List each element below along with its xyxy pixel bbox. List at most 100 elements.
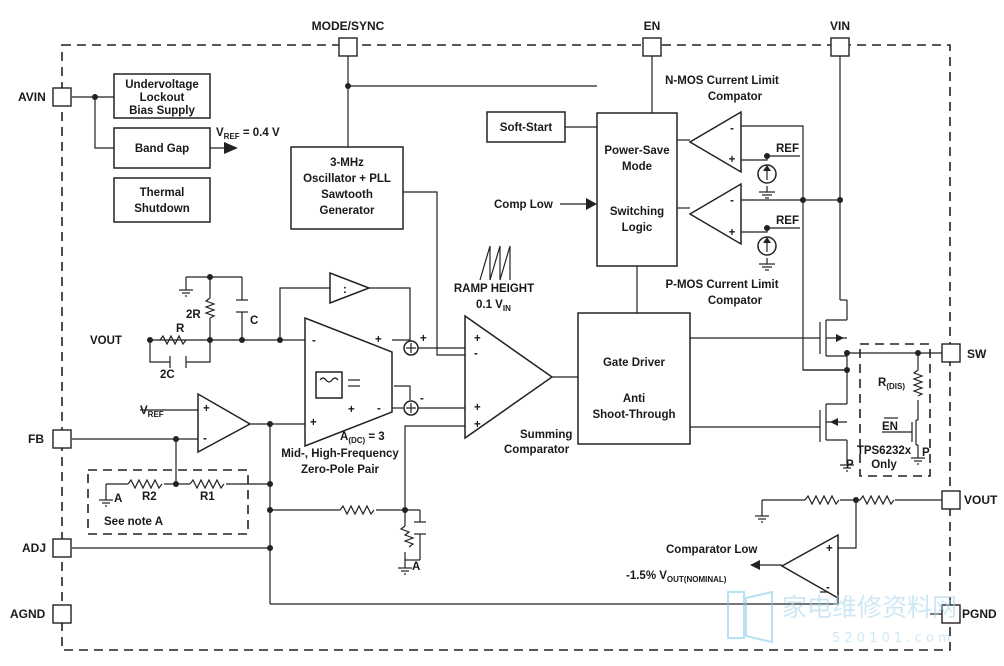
ground-symbol-6 [755,515,769,523]
bandgap-block: Band Gap [113,127,211,169]
resistor-r2 [127,478,163,490]
pmos-label-2: Compator [708,295,763,307]
svg-text:Undervoltage: Undervoltage [125,79,199,91]
label-r: R [176,323,185,335]
vref-amp-label: VREF [140,405,164,419]
pin-avin [52,87,72,107]
svg-text::: : [343,284,347,296]
pin-adj [52,538,72,558]
svg-text:+: + [203,403,210,415]
pin-vin [830,37,850,57]
svg-text:Gate Driver: Gate Driver [603,357,666,369]
pin-vout [941,490,961,510]
vref-label: VREF = 0.4 V [216,127,280,141]
resistor-rdis [912,369,924,397]
ref-label-1: REF [776,143,799,155]
pin-mode-sync [338,37,358,57]
label-r2: R2 [142,491,157,503]
label-a1: A [114,493,122,505]
ground-symbol-1 [179,289,193,297]
svg-text:-: - [826,582,830,594]
label-sw: SW [967,347,987,361]
midhigh-label-2: Zero-Pole Pair [301,464,379,476]
tps-label-2: Only [871,459,897,471]
sawtooth-icon [479,245,511,281]
pin-en [642,37,662,57]
svg-text:Power-Save: Power-Save [604,145,669,157]
vout-nominal-label: -1.5% VOUT(NOMINAL) [626,570,727,584]
pin-pgnd [941,604,961,624]
svg-text:-: - [203,433,207,445]
ground-symbol-2 [99,499,113,507]
label-vout-pin: VOUT [964,493,998,507]
ground-symbol-5 [911,457,925,465]
label-2c: 2C [160,369,175,381]
label-r1: R1 [200,491,215,503]
svg-text:Lockout: Lockout [140,92,185,104]
ramp-value: 0.1 VIN [476,299,511,313]
svg-text:-: - [377,403,381,415]
ground-symbol-3 [398,567,412,575]
svg-text:Sawtooth: Sawtooth [321,189,373,201]
adc-label: A(DC) = 3 [340,431,385,445]
resistor-r [159,334,187,346]
svg-text:-: - [474,348,478,360]
vref-amp: + - [197,392,252,454]
en-bar-label: EN [882,421,898,433]
label-p2: P [922,447,930,459]
label-c: C [250,315,258,327]
svg-text:Switching: Switching [610,206,664,218]
svg-text:+: + [375,334,382,346]
svg-text:5 2 0 1 0 1 . c o m: 5 2 0 1 0 1 . c o m [832,631,951,646]
sum-node-2: - [403,393,424,416]
nmos-comparator: - + [688,110,742,174]
label-vin: VIN [830,19,850,33]
sum-node-1: + [403,333,427,356]
wiring [72,54,942,615]
svg-text:+: + [729,154,736,166]
junctions [92,83,921,551]
pin-agnd [52,604,72,624]
pmos-comparator: - + [688,182,742,246]
pmos-fet [819,319,847,357]
svg-text:-: - [730,195,734,207]
label-2r: 2R [186,309,201,321]
ref-label-2: REF [776,215,799,227]
svg-text:+: + [826,543,833,555]
gate-driver-block: Gate Driver Anti Shoot-Through [577,312,691,445]
svg-text:Mode: Mode [622,161,652,173]
svg-text:+: + [310,417,317,429]
nmos-fet [819,403,847,442]
divider-note-box [87,469,249,535]
svg-text:+: + [474,419,481,431]
svg-text:Bias Supply: Bias Supply [129,105,195,117]
comp-low-input-label: Comp Low [494,199,553,211]
resistor-2r [204,297,216,319]
logic-block: Power-Save Mode Switching Logic [596,112,678,267]
label-en: EN [644,19,661,33]
svg-text:Anti: Anti [623,393,645,405]
svg-text:+: + [474,402,481,414]
svg-text:家电维修资料网: 家电维修资料网 [782,593,957,622]
pin-sw [941,343,961,363]
rdis-label: R(DIS) [878,377,905,391]
nmos-label-2: Compator [708,91,763,103]
resistor-adj [339,504,375,516]
vout-left-label: VOUT [90,335,122,347]
pmos-label-1: P-MOS Current Limit [665,279,778,291]
transconductance-amp: - + + + - [304,316,393,448]
label-a2: A [412,561,420,573]
svg-text:Shoot-Through: Shoot-Through [592,409,675,421]
svg-text:+: + [474,333,481,345]
current-source-2 [757,236,777,271]
watermark: 家电维修资料网 5 2 0 1 0 1 . c o m [727,590,957,646]
label-p1: P [846,459,854,471]
svg-text:-: - [312,335,316,347]
comp-low-arrow [586,198,597,210]
resistor-vout-1 [804,494,840,506]
label-pgnd: PGND [962,607,997,621]
summing-comparator: + - + + [464,314,554,440]
pin-fb [52,429,72,449]
label-avin: AVIN [18,90,46,104]
